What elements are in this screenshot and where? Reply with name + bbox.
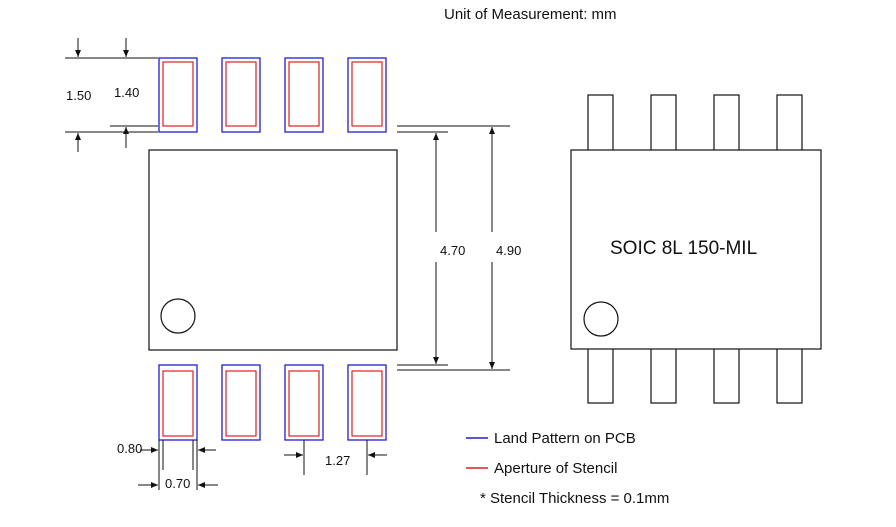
bottom-pad-1 bbox=[158, 364, 198, 441]
stencil-aperture bbox=[288, 61, 320, 127]
legend-stencil-label: Aperture of Stencil bbox=[494, 460, 617, 477]
stencil-aperture bbox=[162, 370, 194, 437]
dim-4-70-label: 4.70 bbox=[440, 243, 465, 258]
land-pad bbox=[221, 364, 261, 441]
pad-span-dimension bbox=[397, 125, 510, 371]
top-pad-3 bbox=[284, 57, 324, 133]
dim-1-50-label: 1.50 bbox=[66, 88, 91, 103]
land-pad bbox=[158, 57, 198, 133]
bottom-pad-2 bbox=[221, 364, 261, 441]
top-pad-4 bbox=[347, 57, 387, 133]
stencil-aperture bbox=[351, 61, 383, 127]
bottom-pad-row bbox=[158, 364, 387, 441]
pad-width-dimension bbox=[138, 440, 218, 490]
legend: Land Pattern on PCB Aperture of Stencil … bbox=[466, 430, 669, 507]
bottom-pad-4 bbox=[347, 364, 387, 441]
unit-of-measurement: Unit of Measurement: mm bbox=[444, 6, 617, 23]
package-lead-top-2 bbox=[650, 94, 677, 152]
stencil-aperture bbox=[225, 61, 257, 127]
package-pin1-marker bbox=[583, 301, 619, 337]
dim-0-70-label: 0.70 bbox=[165, 476, 190, 491]
land-pad bbox=[158, 364, 198, 441]
land-body-outline bbox=[148, 149, 398, 351]
land-pad bbox=[284, 57, 324, 133]
package-lead-bottom-2 bbox=[650, 347, 677, 404]
land-pin1-marker bbox=[160, 298, 196, 334]
package-lead-bottom-1 bbox=[587, 347, 614, 404]
land-pad bbox=[221, 57, 261, 133]
land-pad bbox=[347, 57, 387, 133]
package-lead-top-4 bbox=[776, 94, 803, 152]
dim-4-90-label: 4.90 bbox=[496, 243, 521, 258]
package-name: SOIC 8L 150-MIL bbox=[610, 238, 757, 259]
stencil-aperture bbox=[162, 61, 194, 127]
package-lead-bottom-3 bbox=[713, 347, 740, 404]
top-pad-row bbox=[158, 57, 387, 133]
land-pad bbox=[347, 364, 387, 441]
stencil-aperture bbox=[351, 370, 383, 437]
package-lead-top-3 bbox=[713, 94, 740, 152]
dim-1-27-label: 1.27 bbox=[325, 453, 350, 468]
stencil-aperture bbox=[288, 370, 320, 437]
stencil-aperture bbox=[225, 370, 257, 437]
dim-1-40-label: 1.40 bbox=[114, 85, 139, 100]
legend-land-label: Land Pattern on PCB bbox=[494, 430, 636, 447]
package-bottom-leads bbox=[587, 347, 803, 404]
package-body bbox=[570, 149, 822, 350]
package-lead-top-1 bbox=[587, 94, 614, 152]
package-lead-bottom-4 bbox=[776, 347, 803, 404]
top-pad-2 bbox=[221, 57, 261, 133]
pitch-dimension bbox=[284, 440, 387, 475]
land-pad bbox=[284, 364, 324, 441]
stencil-thickness-note: * Stencil Thickness = 0.1mm bbox=[480, 490, 669, 507]
pad-length-dimension bbox=[65, 38, 158, 152]
top-pad-1 bbox=[158, 57, 198, 133]
package-top-leads bbox=[587, 94, 803, 152]
bottom-pad-3 bbox=[284, 364, 324, 441]
dim-0-80-label: 0.80 bbox=[117, 441, 142, 456]
